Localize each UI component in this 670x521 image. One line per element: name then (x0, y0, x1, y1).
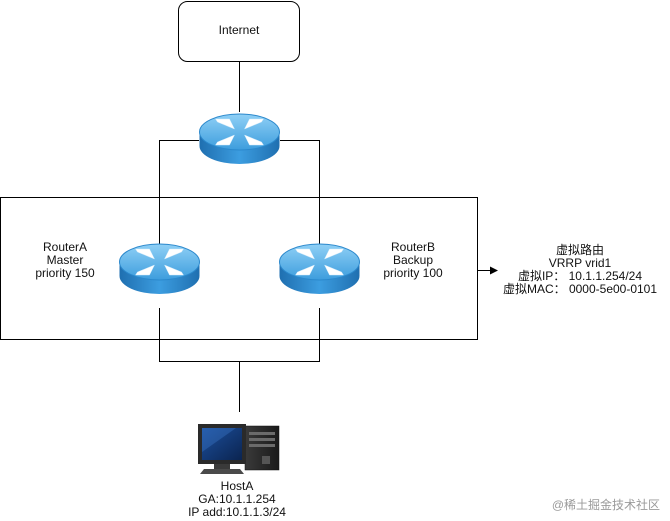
vrrp-group-box (0, 197, 478, 340)
virtual-router-title: 虚拟路由 (555, 243, 604, 257)
connection-lines (159, 62, 492, 412)
core-router-icon (199, 113, 280, 164)
link-core-routerA (159, 140, 199, 246)
routerB-role: Backup (392, 253, 434, 267)
internet-label: Internet (218, 23, 260, 37)
routerA-name: RouterA (42, 240, 88, 254)
host-name: HostA (220, 479, 254, 493)
virtual-router-label: 虚拟路由 VRRP vrid1 虚拟IP： 10.1.1.254/24 虚拟MA… (500, 244, 660, 296)
virtual-router-mac: 虚拟MAC： 0000-5e00-0101 (502, 282, 658, 296)
hostA-label: HostA GA:10.1.1.254 IP add:10.1.1.3/24 (162, 480, 312, 519)
internet-node (178, 1, 300, 62)
desktop-computer-icon (198, 424, 280, 474)
routerB-name: RouterB (390, 240, 436, 254)
routerA-priority: priority 150 (35, 266, 95, 280)
link-core-routerB (280, 140, 320, 246)
link-routers-switch (159, 308, 320, 362)
routerA-label: RouterA Master priority 150 (22, 241, 108, 280)
host-gateway: GA:10.1.1.254 (198, 492, 276, 506)
host-ip: IP add:10.1.1.3/24 (188, 505, 286, 519)
arrow-head (490, 266, 498, 275)
routerA-role: Master (46, 253, 84, 267)
watermark-text: @稀土掘金技术社区 (551, 498, 660, 512)
routerB-priority: priority 100 (383, 266, 443, 280)
virtual-router-vrid: VRRP vrid1 (548, 256, 612, 270)
routerA-icon (119, 243, 200, 294)
routerB-icon (279, 243, 360, 294)
virtual-router-ip: 虚拟IP： 10.1.1.254/24 (517, 269, 643, 283)
routerB-label: RouterB Backup priority 100 (370, 241, 456, 280)
